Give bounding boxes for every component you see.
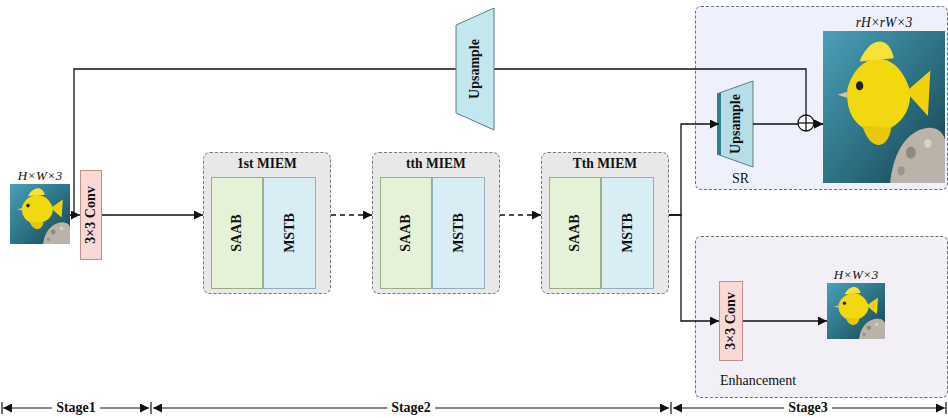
fish-photo-image: [10, 184, 70, 244]
photo-frame: [10, 184, 70, 244]
saab-block: SAAB: [549, 177, 601, 289]
output-image: rH×rW×3: [823, 15, 945, 183]
upsample-block: Upsample: [719, 81, 753, 167]
node-label: MSTB: [621, 213, 635, 253]
conv-box: 3×3 Conv: [80, 170, 102, 260]
node-label: H×W×3: [827, 267, 885, 283]
node-label: MSTB: [283, 213, 297, 253]
stage-label: Stage1: [52, 400, 100, 416]
mstb-block: MSTB: [601, 177, 654, 289]
stage-label: Stage3: [784, 400, 832, 416]
fish-photo-image: [823, 31, 945, 183]
node-label: 1st MIEM: [204, 156, 330, 172]
node-label: MSTB: [452, 213, 466, 253]
node-label: Enhancement: [720, 373, 796, 389]
node-label: 3×3 Conv: [84, 186, 98, 243]
saab-block: SAAB: [211, 177, 263, 289]
connector-arrow: [331, 214, 372, 215]
saab-block: SAAB: [380, 177, 432, 289]
miem-group: tth MIEM SAAB MSTB: [372, 152, 500, 294]
fish-photo: [823, 31, 945, 183]
node-label: SAAB: [399, 214, 413, 251]
trapezoid-edge: [717, 93, 721, 155]
trapezoid-shape: [456, 8, 494, 130]
node-label: tth MIEM: [373, 156, 499, 172]
mstb-block: MSTB: [263, 177, 316, 289]
fish-photo: [827, 283, 885, 339]
node-label: rH×rW×3: [823, 15, 945, 31]
node-label: SAAB: [230, 214, 244, 251]
node-label: SAAB: [568, 214, 582, 251]
stage-label: Stage2: [387, 400, 435, 416]
connector-arrow: [500, 214, 541, 215]
connector-arrow: [743, 320, 827, 321]
trapezoid-shape: [719, 81, 753, 167]
output-image: H×W×3: [827, 267, 885, 339]
mstb-block: MSTB: [432, 177, 485, 289]
miem-group: Tth MIEM SAAB MSTB: [541, 152, 669, 294]
node-label: Upsample: [729, 94, 743, 154]
node-label: 3×3 Conv: [724, 292, 738, 349]
node-label: H×W×3: [10, 168, 70, 184]
connector-arrow: [102, 214, 203, 215]
node-label: Tth MIEM: [542, 156, 668, 172]
input-image: H×W×3: [10, 168, 70, 244]
upsample-block: Upsample: [456, 8, 494, 130]
photo-frame: [827, 283, 885, 339]
node-label: Upsample: [468, 39, 482, 99]
node-label: SR: [732, 171, 749, 187]
fish-photo-image: [827, 283, 885, 339]
photo-frame: [823, 31, 945, 183]
conv-box: 3×3 Conv: [719, 281, 743, 361]
miem-group: 1st MIEM SAAB MSTB: [203, 152, 331, 294]
sum-symbol: [796, 113, 816, 133]
enhancement-panel: Enhancement 3×3 Conv H×W×3: [695, 236, 948, 398]
sr-panel: SR Upsample rH×rW×3: [695, 6, 948, 190]
fish-photo: [10, 184, 70, 244]
